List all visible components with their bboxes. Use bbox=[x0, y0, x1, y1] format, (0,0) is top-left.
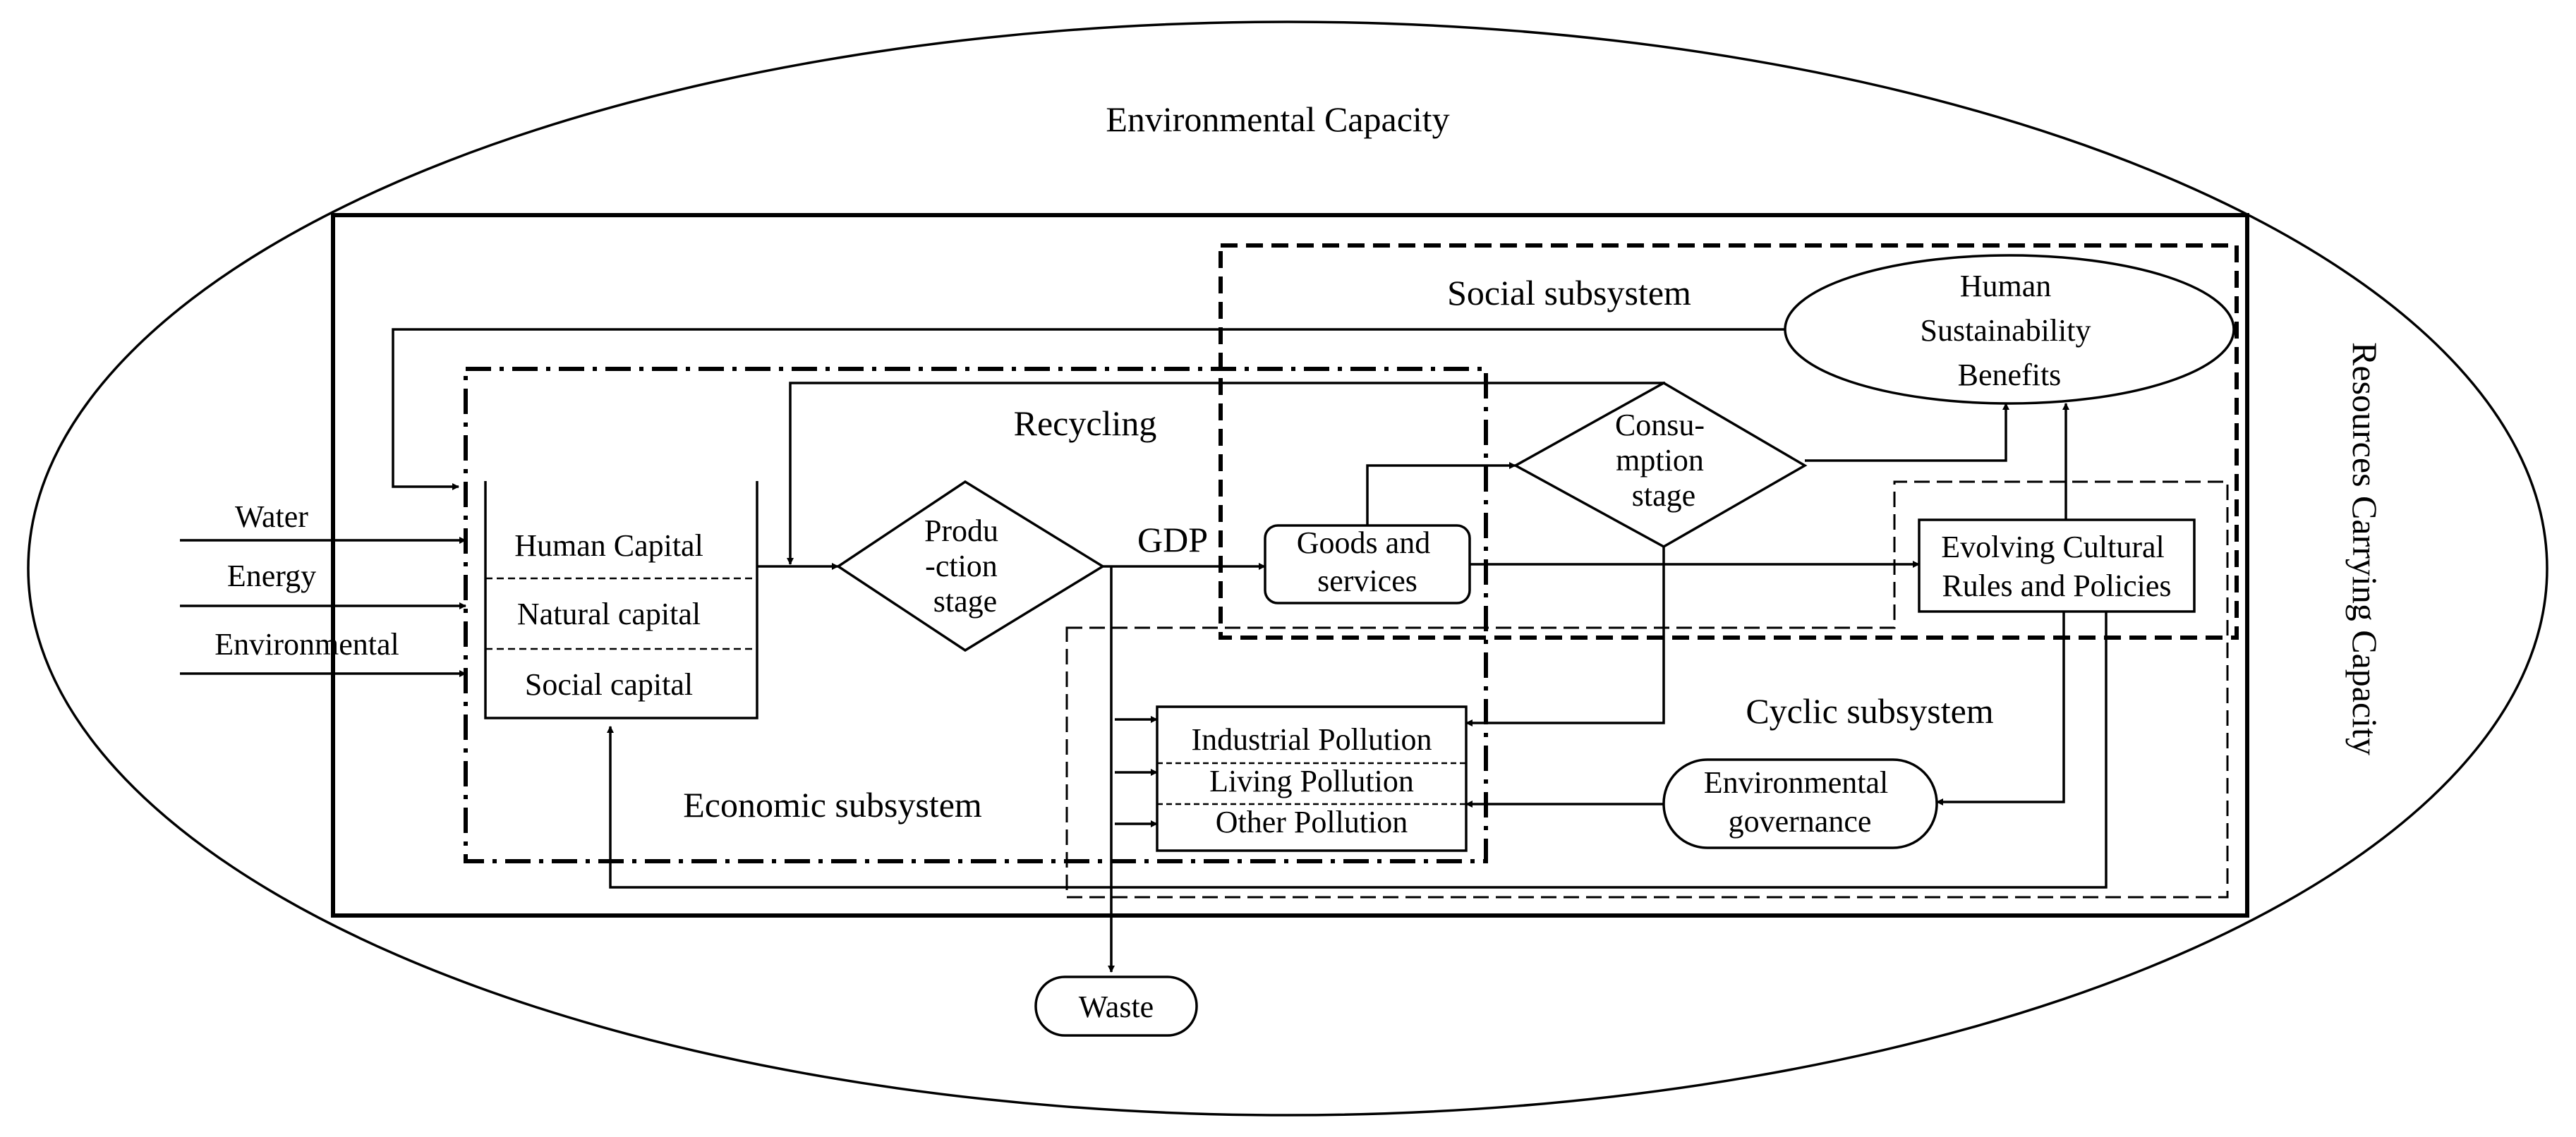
energy-label: Energy bbox=[227, 559, 316, 593]
pollution-box bbox=[1156, 705, 1468, 852]
water-label: Water bbox=[235, 499, 308, 534]
economic-subsystem-region bbox=[464, 367, 1488, 863]
capital-container bbox=[484, 481, 758, 719]
benefits-feedback-arrow bbox=[392, 328, 1870, 490]
human-sustainability-benefits-label: Human Sustainability Benefits bbox=[1921, 269, 2099, 392]
goods-services-label: Goods and services bbox=[1297, 525, 1438, 598]
recycling-arrow bbox=[787, 382, 1665, 565]
policies-box bbox=[1918, 518, 2196, 613]
production-stage-label: Produ -ction stage bbox=[924, 513, 1006, 619]
cyclic-subsystem-label: Cyclic subsystem bbox=[1746, 691, 1993, 731]
cyclic-subsystem-region bbox=[1065, 480, 2229, 899]
living-pollution-label: Living Pollution bbox=[1209, 764, 1414, 798]
gdp-label: GDP bbox=[1137, 520, 1208, 559]
environmental-capacity-ellipse bbox=[27, 20, 2548, 1117]
policies-to-capital-arrow bbox=[607, 612, 2108, 889]
economic-subsystem-label: Economic subsystem bbox=[683, 785, 982, 825]
consumption-to-benefits-arrow bbox=[1805, 403, 2009, 462]
environmental-capacity-label: Environmental Capacity bbox=[1106, 99, 1449, 139]
policies-label: Evolving Cultural Rules and Policies bbox=[1941, 530, 2172, 603]
environmental-label: Environmental bbox=[214, 627, 399, 662]
industrial-pollution-label: Industrial Pollution bbox=[1192, 722, 1432, 757]
recycling-label: Recycling bbox=[1014, 403, 1157, 443]
social-subsystem-region bbox=[1219, 243, 2239, 640]
waste-label: Waste bbox=[1079, 990, 1154, 1024]
other-pollution-label: Other Pollution bbox=[1216, 805, 1408, 839]
waste-box bbox=[1034, 975, 1198, 1037]
environmental-governance-label: Environmental governance bbox=[1704, 765, 1897, 839]
consumption-stage-label: Consu- mption stage bbox=[1615, 408, 1712, 513]
goods-to-consumption-arrow bbox=[1366, 462, 1516, 525]
human-sustainability-benefits-ellipse bbox=[1784, 254, 2235, 405]
policies-to-governance-arrow bbox=[1936, 612, 2065, 805]
natural-capital-label: Natural capital bbox=[517, 597, 701, 631]
production-stage-diamond bbox=[835, 480, 1106, 652]
social-capital-label: Social capital bbox=[525, 667, 693, 702]
human-capital-label: Human Capital bbox=[514, 528, 703, 563]
social-subsystem-label: Social subsystem bbox=[1447, 273, 1691, 312]
consumption-to-pollution-arrow bbox=[1465, 547, 1665, 726]
resources-carrying-capacity-label: Resources Carrying Capacity bbox=[2345, 342, 2385, 755]
resources-carrying-capacity-box bbox=[331, 213, 2249, 918]
